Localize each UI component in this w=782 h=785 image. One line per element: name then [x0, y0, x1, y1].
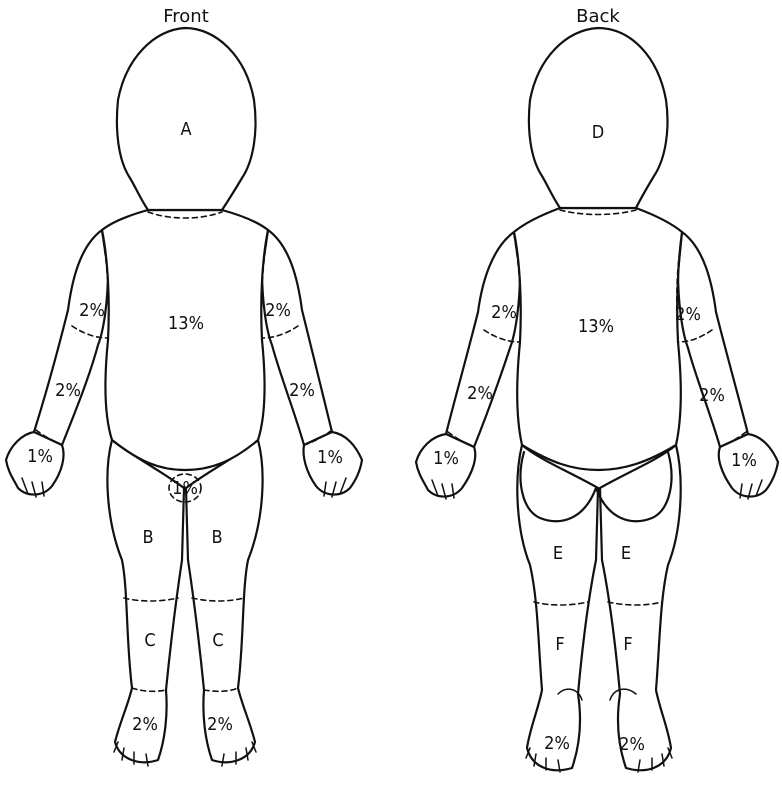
back-left-foot-label: 2%: [544, 733, 570, 754]
back-left-hand-label: 1%: [433, 448, 459, 469]
back-trunk-label: 13%: [578, 316, 614, 337]
front-right-thigh-label: B: [211, 527, 222, 548]
front-left-upper-arm-label: 2%: [79, 300, 105, 321]
back-left-upper-arm-label: 2%: [491, 302, 517, 323]
back-title: Back: [576, 6, 620, 27]
back-right-leg-label: F: [623, 634, 632, 655]
back-left-forearm-label: 2%: [467, 383, 493, 404]
back-right-hand-label: 1%: [731, 450, 757, 471]
front-right-foot-label: 2%: [207, 714, 233, 735]
front-genitals-label: 1%: [172, 478, 198, 499]
back-left-arm: [446, 232, 520, 447]
front-right-leg-label: C: [212, 630, 223, 651]
back-figure: Back D: [416, 6, 778, 772]
front-trunk: [102, 210, 268, 470]
back-left-leg: [517, 445, 598, 770]
front-title: Front: [163, 6, 209, 27]
back-right-upper-arm-label: 2%: [675, 304, 701, 325]
front-left-forearm-label: 2%: [55, 380, 81, 401]
back-left-leg-label: F: [555, 634, 564, 655]
front-figure: Front A 13% 2%: [6, 6, 362, 766]
front-left-hand-label: 1%: [27, 446, 53, 467]
front-left-thigh-label: B: [142, 527, 153, 548]
back-head: [529, 28, 668, 208]
back-trunk: [514, 208, 682, 470]
back-right-arm: [678, 232, 748, 447]
front-right-forearm-label: 2%: [289, 380, 315, 401]
front-left-leg-label: C: [144, 630, 155, 651]
back-right-forearm-label: 2%: [699, 385, 725, 406]
front-right-upper-arm-label: 2%: [265, 300, 291, 321]
back-head-label: D: [592, 122, 604, 143]
front-trunk-label: 13%: [168, 313, 204, 334]
front-left-foot-label: 2%: [132, 714, 158, 735]
back-left-thigh-label: E: [553, 543, 563, 564]
back-right-foot-label: 2%: [619, 734, 645, 755]
front-right-hand-label: 1%: [317, 447, 343, 468]
front-head-label: A: [180, 119, 191, 140]
back-right-thigh-label: E: [621, 543, 631, 564]
